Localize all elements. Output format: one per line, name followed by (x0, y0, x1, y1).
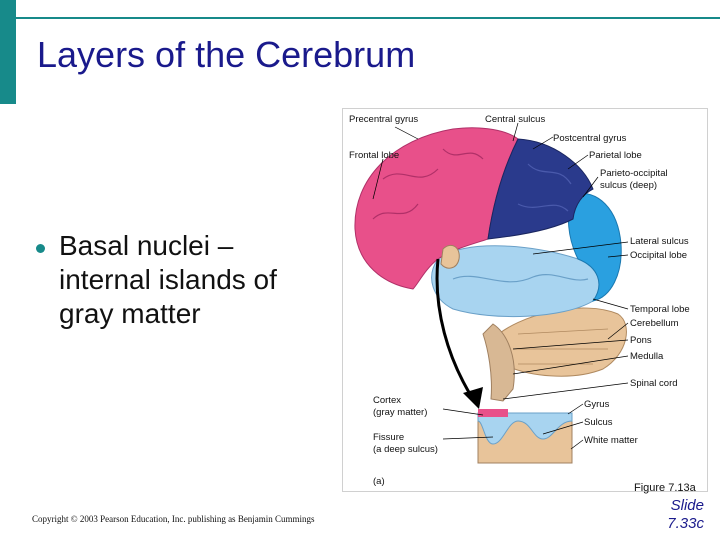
brainstem-shape (482, 323, 515, 402)
figure-caption: Figure 7.13a (634, 482, 696, 494)
bullet-text: Basal nuclei – internal islands of gray … (59, 230, 277, 329)
label-occipital-lobe: Occipital lobe (630, 250, 687, 261)
label-cerebellum: Cerebellum (630, 318, 679, 329)
label-deep-sulcus: (a deep sulcus) (373, 444, 438, 455)
slide-number-block: Slide 7.33c (624, 497, 704, 533)
parietal-lobe-shape (487, 138, 594, 240)
label-postcentral-gyrus: Postcentral gyrus (553, 133, 627, 144)
slide-number: 7.33c (667, 515, 704, 532)
slide-title: Layers of the Cerebrum (37, 34, 416, 75)
brain-diagram: Precentral gyrus Central sulcus Postcent… (349, 114, 690, 487)
label-gyrus: Gyrus (584, 399, 610, 410)
copyright-notice: Copyright © 2003 Pearson Education, Inc.… (32, 514, 315, 524)
label-temporal-lobe: Temporal lobe (630, 304, 690, 315)
bullet-icon (36, 244, 45, 253)
insula-shape (440, 244, 460, 269)
cortex-pink-strip (478, 409, 508, 417)
label-panel: (a) (373, 476, 385, 487)
label-central-sulcus: Central sulcus (485, 114, 545, 125)
label-cortex: Cortex (373, 395, 401, 406)
label-parietal-lobe: Parietal lobe (589, 150, 642, 161)
label-pons: Pons (630, 335, 652, 346)
arrow-head (463, 387, 483, 409)
label-sulcus: Sulcus (584, 417, 613, 428)
occipital-lobe-shape (568, 192, 622, 302)
label-parieto-occipital: Parieto-occipital (600, 168, 668, 179)
title-frame (16, 17, 720, 104)
label-lateral-sulcus: Lateral sulcus (630, 236, 689, 247)
parietal-gyri (517, 163, 572, 212)
frontal-gyri (372, 148, 484, 220)
brain-figure: Precentral gyrus Central sulcus Postcent… (342, 108, 708, 492)
label-frontal-lobe: Frontal lobe (349, 150, 399, 161)
label-fissure: Fissure (373, 432, 404, 443)
temporal-gyri (452, 274, 589, 283)
slide-label: Slide (670, 497, 704, 514)
label-spinal-cord: Spinal cord (630, 378, 678, 389)
label-gray-matter: (gray matter) (373, 407, 427, 418)
label-medulla: Medulla (630, 351, 664, 362)
title-accent-bar (0, 0, 16, 104)
zoom-arrow (435, 258, 475, 400)
cerebellum-folia (513, 328, 609, 365)
label-sulcus-deep: sulcus (deep) (600, 180, 657, 191)
label-white-matter: White matter (584, 435, 638, 446)
label-precentral-gyrus: Precentral gyrus (349, 114, 418, 125)
leader-lines (372, 122, 629, 450)
